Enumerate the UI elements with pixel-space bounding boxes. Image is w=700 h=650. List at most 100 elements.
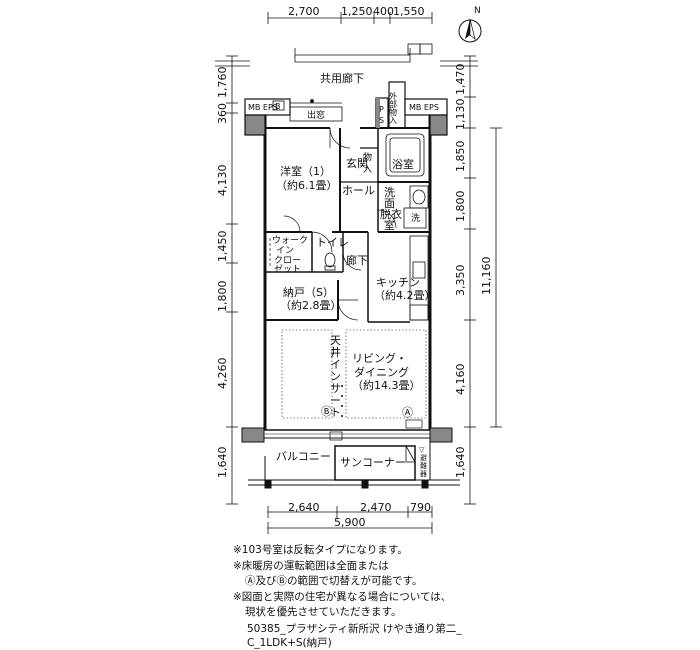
living-size: （約14.3畳） [352, 378, 421, 392]
living-label-1: リビング・ [352, 351, 407, 365]
right-dimensions [464, 55, 502, 505]
svg-text:難: 難 [420, 461, 427, 470]
dim-bottom-2: 2,470 [360, 501, 392, 514]
bedroom-size: （約6.1畳） [276, 178, 338, 192]
corridor-label: 共用廊下 [320, 71, 364, 85]
dim-left-1: 1,760 [216, 67, 229, 99]
bay-window-label: 出窓 [307, 109, 325, 121]
shelter-hatch-icon [405, 445, 416, 463]
outdoor-storage-label: 外部物入 [389, 91, 398, 124]
mb-eps-left-label: MB EPS [248, 103, 278, 112]
living-window [241, 419, 453, 443]
walkin-closet-label-3: クロー [274, 255, 301, 266]
dim-bottom-total: 5,900 [334, 516, 366, 529]
svg-text:サ: サ [330, 382, 341, 395]
svg-text:器: 器 [420, 470, 427, 478]
caption-line: 50385_プラザシティ新所沢 けやき通り第二_ [247, 623, 462, 635]
dim-right-total: 11,160 [480, 257, 493, 296]
bathroom-fixtures [385, 133, 425, 177]
dim-left-7: 1,640 [216, 447, 229, 479]
svg-text:避: 避 [420, 453, 427, 462]
washroom-label-1: 洗 [384, 186, 395, 199]
toilet-fixture-icon [324, 252, 336, 271]
kitchen-fixtures [409, 235, 429, 321]
washroom-label-2: 面 [384, 197, 395, 210]
ps-label-p: P [379, 105, 384, 114]
dim-right-5: 3,350 [454, 265, 467, 297]
note-line: ※床暖房の運転範囲は全面または [233, 559, 389, 572]
washroom-label-4: 室 [384, 218, 395, 232]
dim-left-4: 1,450 [216, 231, 229, 263]
dim-right-3: 1,850 [454, 141, 467, 173]
bottom-dimensions [267, 506, 433, 534]
dim-bottom-3: 790 [410, 501, 431, 514]
mb-eps-left [244, 98, 291, 136]
svg-text:井: 井 [330, 345, 341, 359]
walkin-closet-label-2: イン [276, 246, 294, 256]
entrance-label: 玄関 [346, 156, 368, 170]
walkin-closet-label-1: ウォーク [272, 235, 308, 246]
service-shafts-right [375, 81, 448, 136]
dim-left-3: 4,130 [216, 165, 229, 197]
dim-left-2: 360 [216, 103, 229, 124]
storage-label-2: 入 [363, 164, 372, 175]
svg-text:イ: イ [330, 358, 341, 371]
bathroom-label: 浴室 [392, 157, 414, 171]
storage-label-1: 物 [363, 151, 372, 163]
toilet-label: トイレ [316, 236, 349, 249]
dim-right-7: 1,640 [454, 447, 467, 479]
dim-left-6: 4,260 [216, 358, 229, 390]
storeroom-size: （約2.8畳） [280, 298, 342, 312]
hall-label: ホール [342, 184, 375, 197]
note-line: ※103号室は反転タイプになります。 [233, 544, 408, 556]
shelter-mark: ▽ [419, 446, 425, 454]
bedroom-label: 洋室（1） [280, 164, 331, 178]
sun-corner-label: サンコーナー [340, 456, 406, 469]
right-dimension-labels: 1,470 1,130 1,850 1,800 3,350 4,160 1,64… [454, 64, 493, 479]
caption-line: C_1LDK+S(納戸) [247, 637, 332, 649]
notes-block: ※103号室は反転タイプになります。 ※床暖房の運転範囲は全面または Ⓐ及びⒷの… [233, 543, 451, 621]
washroom-fixtures [403, 185, 429, 229]
left-dimension-labels: 1,760 360 4,130 1,450 1,800 4,260 1,640 [216, 67, 229, 479]
dim-top-3: 400 [373, 5, 394, 18]
floor-heating-zones [281, 329, 427, 419]
ps-label-s: S [379, 116, 384, 125]
shelter-label: 避 難 器 [420, 453, 427, 478]
svg-text:ー: ー [330, 394, 341, 407]
bay-window [289, 99, 343, 122]
storeroom-label: 納戸（S） [283, 286, 334, 299]
ceiling-insert-dots [341, 385, 343, 417]
dim-bottom-1: 2,640 [288, 501, 320, 514]
note-line: Ⓐ及びⒷの範囲で切替えが可能です。 [245, 575, 423, 587]
hallway-label: 廊下 [346, 253, 368, 267]
note-line: ※図面と実際の住宅が異なる場合については、 [233, 590, 452, 603]
dim-top-4: 1,550 [393, 5, 425, 18]
dim-top-2: 1,250 [341, 5, 373, 18]
zone-b-label: Ⓑ [321, 405, 332, 418]
corridor-railing [215, 43, 478, 67]
plan-caption: 50385_プラザシティ新所沢 けやき通り第二_ C_1LDK+S(納戸) [247, 622, 462, 650]
top-dimensions [267, 12, 433, 24]
dim-right-6: 4,160 [454, 364, 467, 396]
balcony-label: バルコニー [276, 450, 331, 463]
compass-north-label: N [474, 6, 481, 16]
mb-eps-left-box-label: B [275, 102, 281, 111]
interior-walls [265, 128, 430, 323]
svg-text:ン: ン [330, 370, 341, 383]
svg-text:ト: ト [330, 406, 341, 419]
north-arrow-icon [458, 18, 482, 43]
kitchen-size: （約4.2畳） [374, 288, 436, 302]
zone-a-label: Ⓐ [402, 406, 413, 419]
dim-top-1: 2,700 [288, 5, 320, 18]
note-line: 現状を優先させていただきます。 [245, 606, 402, 618]
washer-label: 洗 [411, 212, 420, 224]
dim-left-5: 1,800 [216, 281, 229, 313]
doors [283, 127, 397, 321]
washroom-label-3: 脱衣 [380, 207, 402, 221]
living-label-2: ダイニング [354, 365, 409, 379]
dim-right-1: 1,470 [454, 64, 467, 96]
ceiling-insert-label: 天 井 イ ン サ ー ト [330, 334, 341, 419]
dim-right-4: 1,800 [454, 191, 467, 223]
dim-right-2: 1,130 [454, 99, 467, 131]
